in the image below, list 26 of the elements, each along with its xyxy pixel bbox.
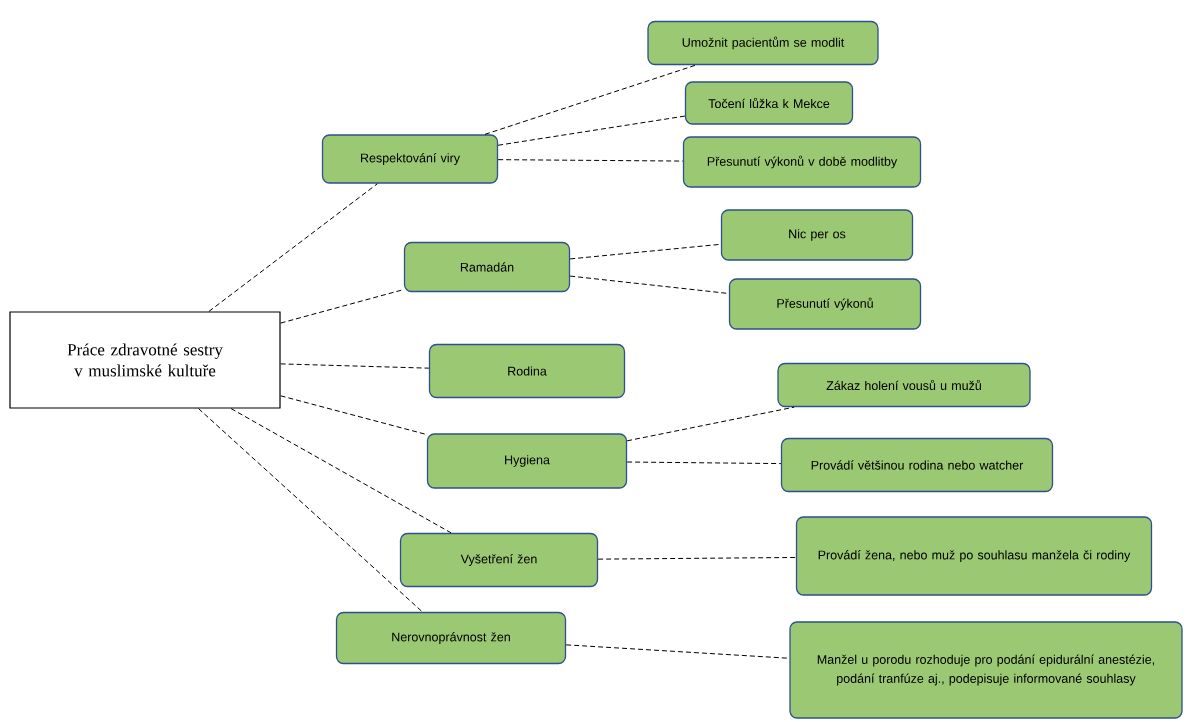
topic-box: Nic per os xyxy=(720,209,914,261)
connector-line xyxy=(626,406,795,442)
topic-box: Ramadán xyxy=(403,241,571,293)
topic-box: Vyšetření žen xyxy=(399,532,599,588)
topic-box: Manžel u porodu rozhoduje pro podání epidurální anestézie, podání tranfúze aj., podepisuje informované souhlasy xyxy=(789,621,1183,719)
connector-line xyxy=(626,461,782,465)
topic-box: Hygiena xyxy=(426,433,628,489)
topic-box: Provádí žena, nebo muž po souhlasu manžela či rodiny xyxy=(795,516,1153,596)
topic-box: Práce zdravotné sestry v muslimské kultuře xyxy=(9,311,281,409)
connector-line xyxy=(484,64,697,135)
topic-box: Přesunutí výkonů xyxy=(728,278,922,330)
topic-box: Respektování viry xyxy=(321,134,499,184)
connector-line xyxy=(597,557,797,560)
topic-box: Zákaz holení vousů u mužů xyxy=(777,362,1031,408)
connector-line xyxy=(497,159,684,162)
topic-box: Točení lůžka k Mekce xyxy=(684,81,854,125)
connector-line xyxy=(197,408,423,613)
connector-line xyxy=(208,183,378,312)
topic-box: Umožnit pacientům se modlit xyxy=(647,20,879,66)
topic-box: Rodina xyxy=(428,343,626,399)
topic-box: Nerovnoprávnost žen xyxy=(335,611,567,665)
connector-line xyxy=(230,408,452,534)
topic-box: Provádí většinou rodina nebo watcher xyxy=(780,437,1054,493)
connector-line xyxy=(280,363,430,369)
topic-box: Přesunutí výkonů v době modlitby xyxy=(682,136,922,188)
connector-line xyxy=(497,115,686,146)
